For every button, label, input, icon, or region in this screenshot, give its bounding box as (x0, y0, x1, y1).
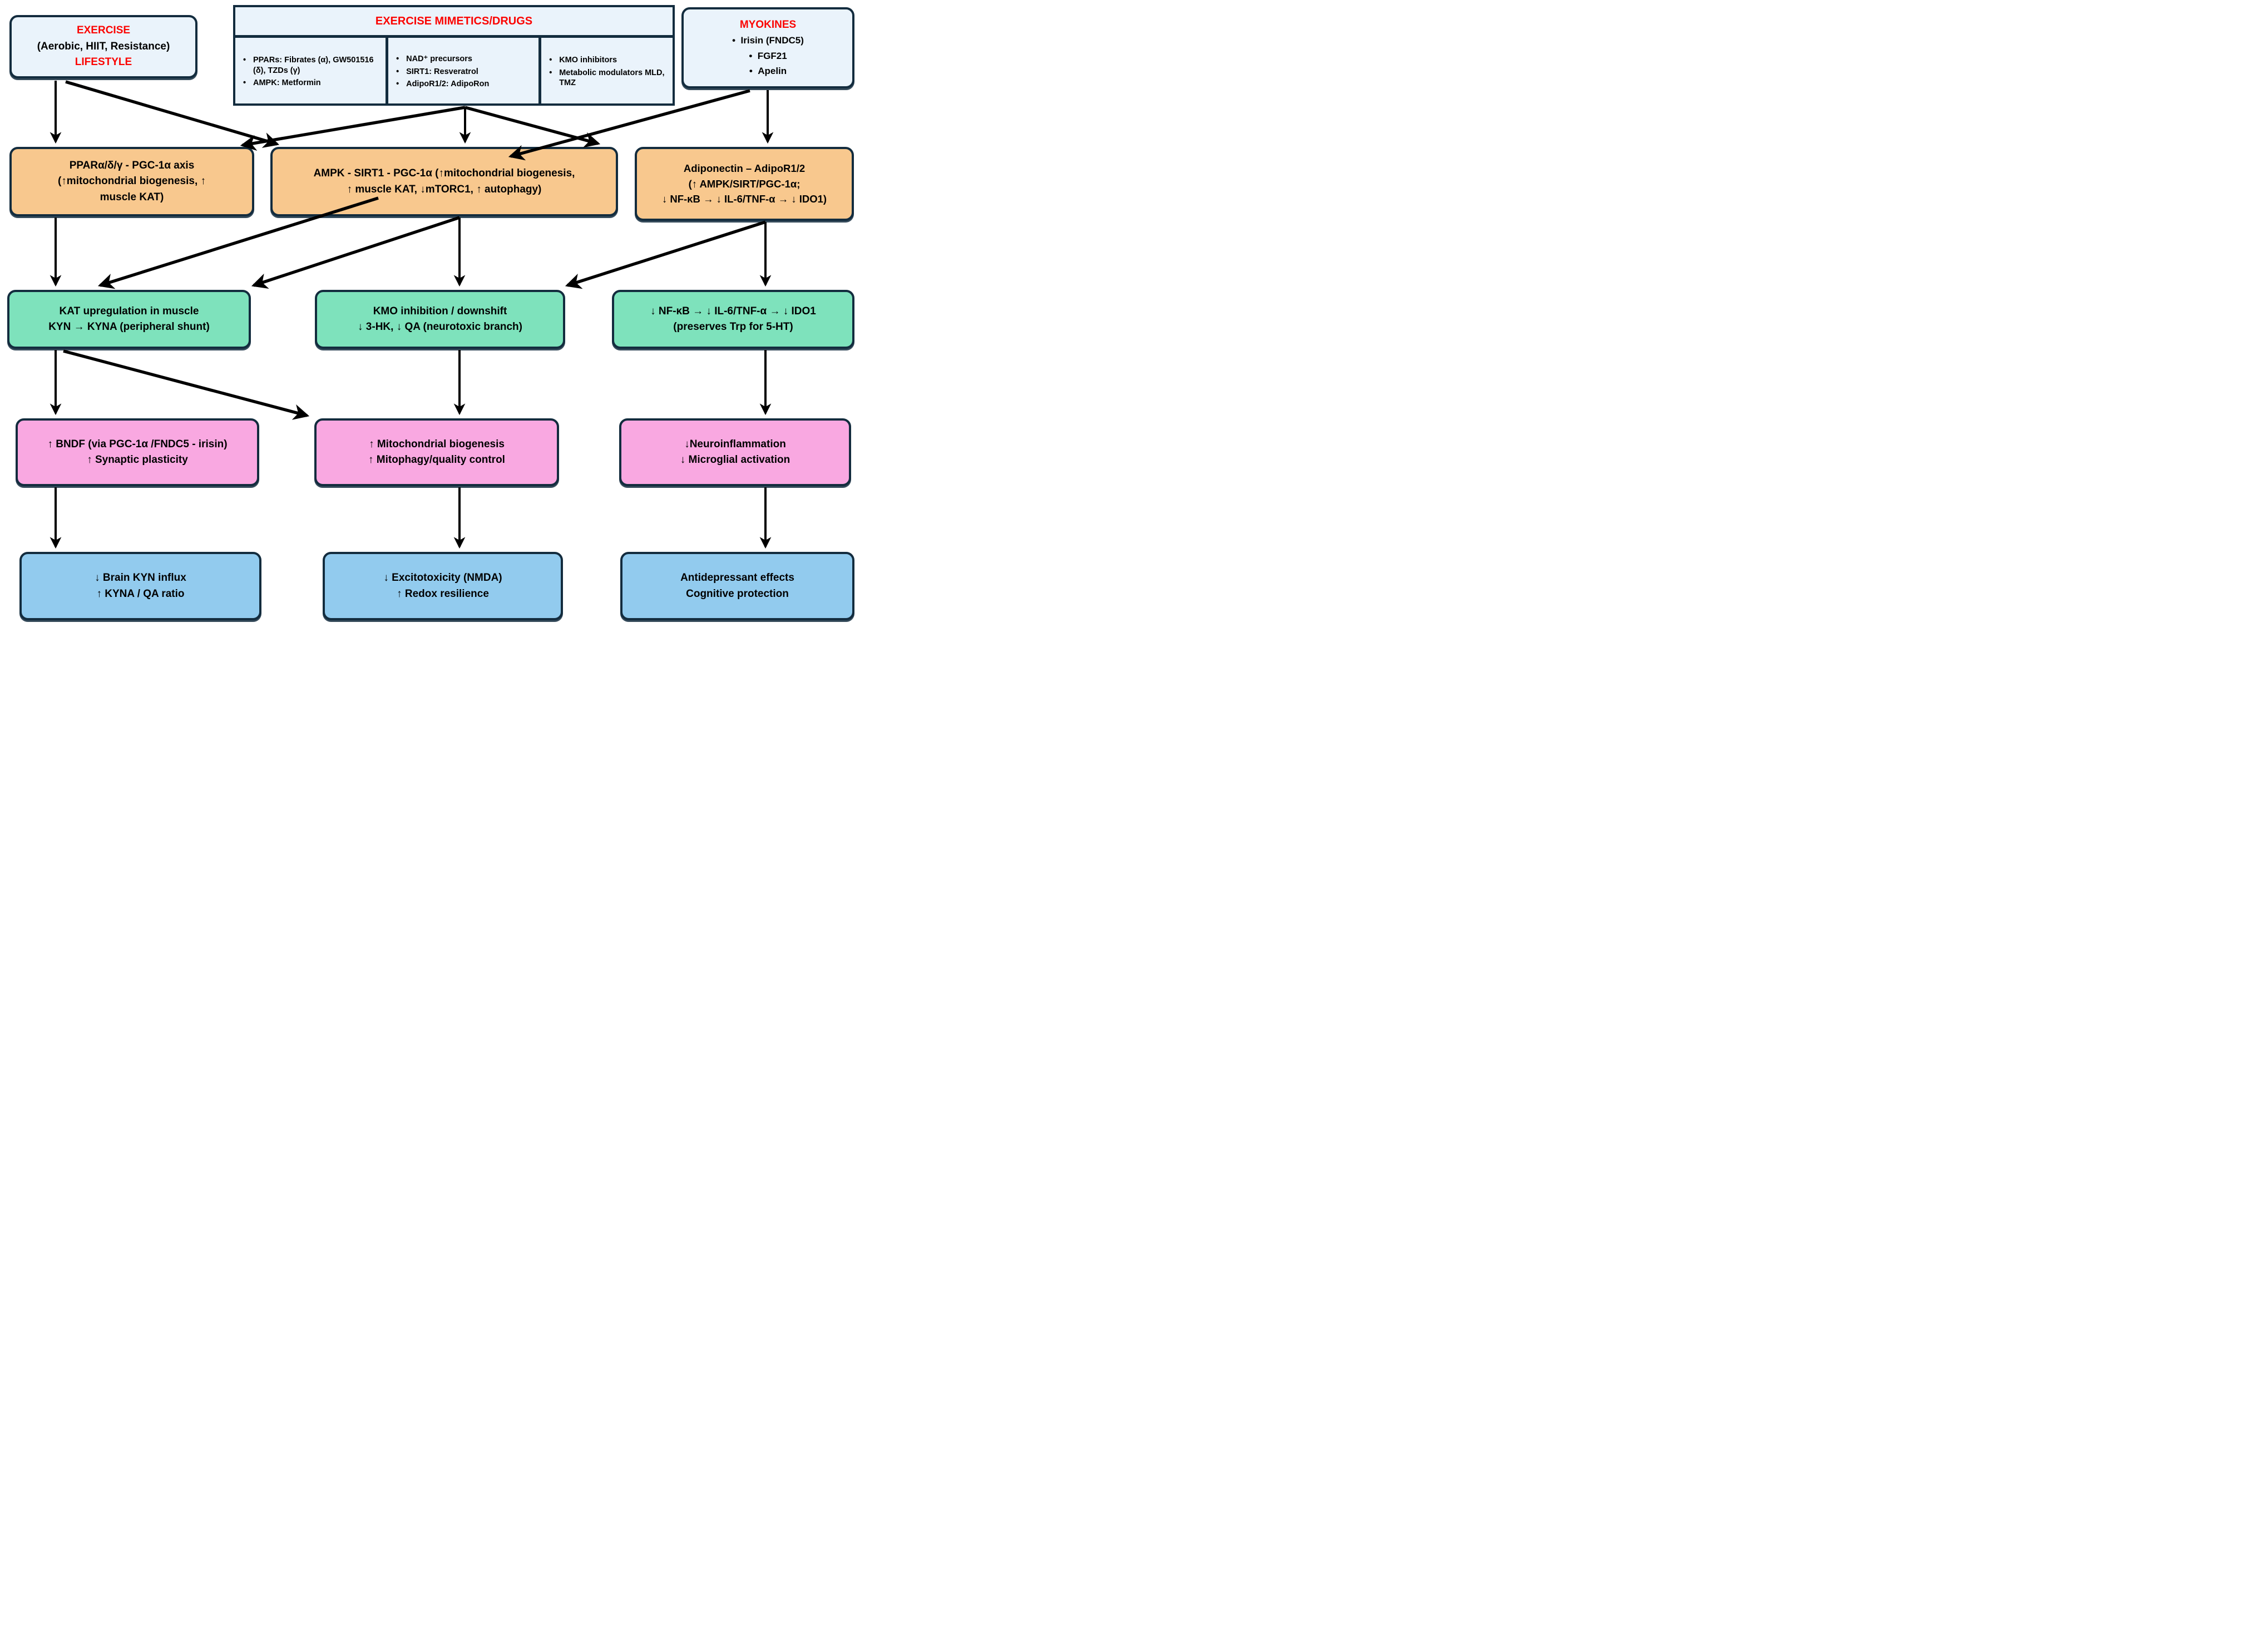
bndf-plasticity-box: ↑ BNDF (via PGC-1α /FNDC5 - irisin) ↑ Sy… (16, 418, 259, 486)
exercise-lifestyle-box: EXERCISE (Aerobic, HIIT, Resistance) LIF… (9, 15, 197, 78)
excitotoxicity-box: ↓ Excitotoxicity (NMDA) ↑ Redox resilien… (323, 552, 563, 620)
ppar-line: (↑mitochondrial biogenesis, ↑ (57, 175, 206, 187)
adiponectin-line: ↓ NF-κB → ↓ IL-6/TNF-α → ↓ IDO1) (661, 193, 827, 205)
neuroinflammation-line: ↓Neuroinflammation (684, 438, 786, 450)
arrow-kat-to-mito (63, 349, 310, 420)
antidepressant-line: Antidepressant effects (680, 572, 794, 584)
neuroinflammation-line: ↓ Microglial activation (680, 454, 790, 466)
antidepressant-box: Antidepressant effects Cognitive protect… (620, 552, 854, 620)
kmo-line: ↓ 3-HK, ↓ QA (neurotoxic branch) (358, 321, 522, 333)
myokines-item: Irisin (FNDC5) (732, 33, 804, 48)
mito-biogenesis-box: ↑ Mitochondrial biogenesis ↑ Mitophagy/q… (314, 418, 559, 486)
excitotoxicity-line: ↑ Redox resilience (397, 587, 489, 600)
myokines-item: Apelin (749, 64, 787, 78)
nfkb-line: (preserves Trp for 5-HT) (673, 321, 793, 333)
ampk-sirt1-pgc1a-box: AMPK - SIRT1 - PGC-1α (↑mitochondrial bi… (270, 147, 618, 216)
kat-line: KYN → KYNA (peripheral shunt) (48, 321, 210, 333)
mimetics-header: EXERCISE MIMETICS/DRUGS (235, 7, 673, 38)
brain-kyn-influx-box: ↓ Brain KYN influx ↑ KYNA / QA ratio (19, 552, 261, 620)
mimetics-col-ppar-ampk: PPARs: Fibrates (α), GW501516 (δ), TZDs … (235, 38, 389, 103)
arrow-mimetics-to-ppar (240, 106, 466, 151)
mimetics-item: KMO inhibitors (545, 55, 668, 66)
myokines-item: FGF21 (749, 49, 787, 63)
mimetics-item: Metabolic modulators MLD, TMZ (545, 68, 668, 89)
myokines-box: MYOKINES Irisin (FNDC5) FGF21 Apelin (681, 7, 854, 88)
kynurenine-exercise-flowchart: EXERCISE (Aerobic, HIIT, Resistance) LIF… (0, 0, 860, 624)
mimetics-col-kmo-metabolic: KMO inhibitors Metabolic modulators MLD,… (541, 38, 673, 103)
nfkb-ido1-box: ↓ NF-κB → ↓ IL-6/TNF-α → ↓ IDO1 (preserv… (612, 290, 854, 349)
neuroinflammation-box: ↓Neuroinflammation ↓ Microglial activati… (619, 418, 851, 486)
mimetics-item: AdipoR1/2: AdipoRon (392, 79, 534, 90)
arrow-mimetics-to-adiponectin-side (465, 106, 601, 148)
kyn-influx-line: ↓ Brain KYN influx (95, 572, 186, 584)
ampk-line: AMPK - SIRT1 - PGC-1α (↑mitochondrial bi… (313, 167, 575, 180)
kyn-influx-line: ↑ KYNA / QA ratio (96, 587, 185, 600)
myokines-header: MYOKINES (739, 18, 797, 31)
excitotoxicity-line: ↓ Excitotoxicity (NMDA) (383, 572, 502, 584)
adiponectin-adipor-box: Adiponectin – AdipoR1/2 (↑ AMPK/SIRT/PGC… (635, 147, 854, 221)
exercise-mimetics-box: EXERCISE MIMETICS/DRUGS PPARs: Fibrates … (233, 5, 675, 106)
ppar-line: muscle KAT) (100, 191, 164, 203)
mimetics-item: SIRT1: Resveratrol (392, 67, 534, 77)
mimetics-item: AMPK: Metformin (239, 78, 381, 88)
mito-line: ↑ Mitochondrial biogenesis (369, 438, 505, 450)
nfkb-line: ↓ NF-κB → ↓ IL-6/TNF-α → ↓ IDO1 (650, 305, 816, 317)
kat-line: KAT upregulation in muscle (59, 305, 199, 317)
mimetics-item: PPARs: Fibrates (α), GW501516 (δ), TZDs … (239, 55, 381, 76)
kmo-inhibition-box: KMO inhibition / downshift ↓ 3-HK, ↓ QA … (315, 290, 565, 349)
lifestyle-title: LIFESTYLE (75, 56, 132, 68)
ppar-pgc1a-box: PPARα/δ/γ - PGC-1α axis (↑mitochondrial … (9, 147, 254, 216)
adiponectin-line: (↑ AMPK/SIRT/PGC-1α; (688, 177, 801, 190)
ppar-line: PPARα/δ/γ - PGC-1α axis (69, 160, 195, 172)
kat-upregulation-box: KAT upregulation in muscle KYN → KYNA (p… (7, 290, 251, 349)
adiponectin-line: Adiponectin – AdipoR1/2 (683, 162, 806, 174)
bndf-line: ↑ Synaptic plasticity (87, 454, 188, 466)
exercise-title: EXERCISE (76, 24, 131, 37)
mimetics-item: NAD⁺ precursors (392, 54, 534, 65)
kmo-line: KMO inhibition / downshift (373, 305, 507, 317)
exercise-subtitle: (Aerobic, HIIT, Resistance) (37, 40, 170, 52)
arrow-ampk-to-kat (251, 216, 460, 289)
mito-line: ↑ Mitophagy/quality control (368, 454, 505, 466)
ampk-line: ↑ muscle KAT, ↓mTORC1, ↑ autophagy) (347, 183, 542, 195)
mimetics-columns: PPARs: Fibrates (α), GW501516 (δ), TZDs … (235, 38, 673, 103)
arrow-adiponectin-to-kmo (565, 220, 766, 289)
bndf-line: ↑ BNDF (via PGC-1α /FNDC5 - irisin) (47, 438, 228, 450)
mimetics-col-nad-sirt: NAD⁺ precursors SIRT1: Resveratrol Adipo… (388, 38, 542, 103)
antidepressant-line: Cognitive protection (686, 587, 789, 600)
